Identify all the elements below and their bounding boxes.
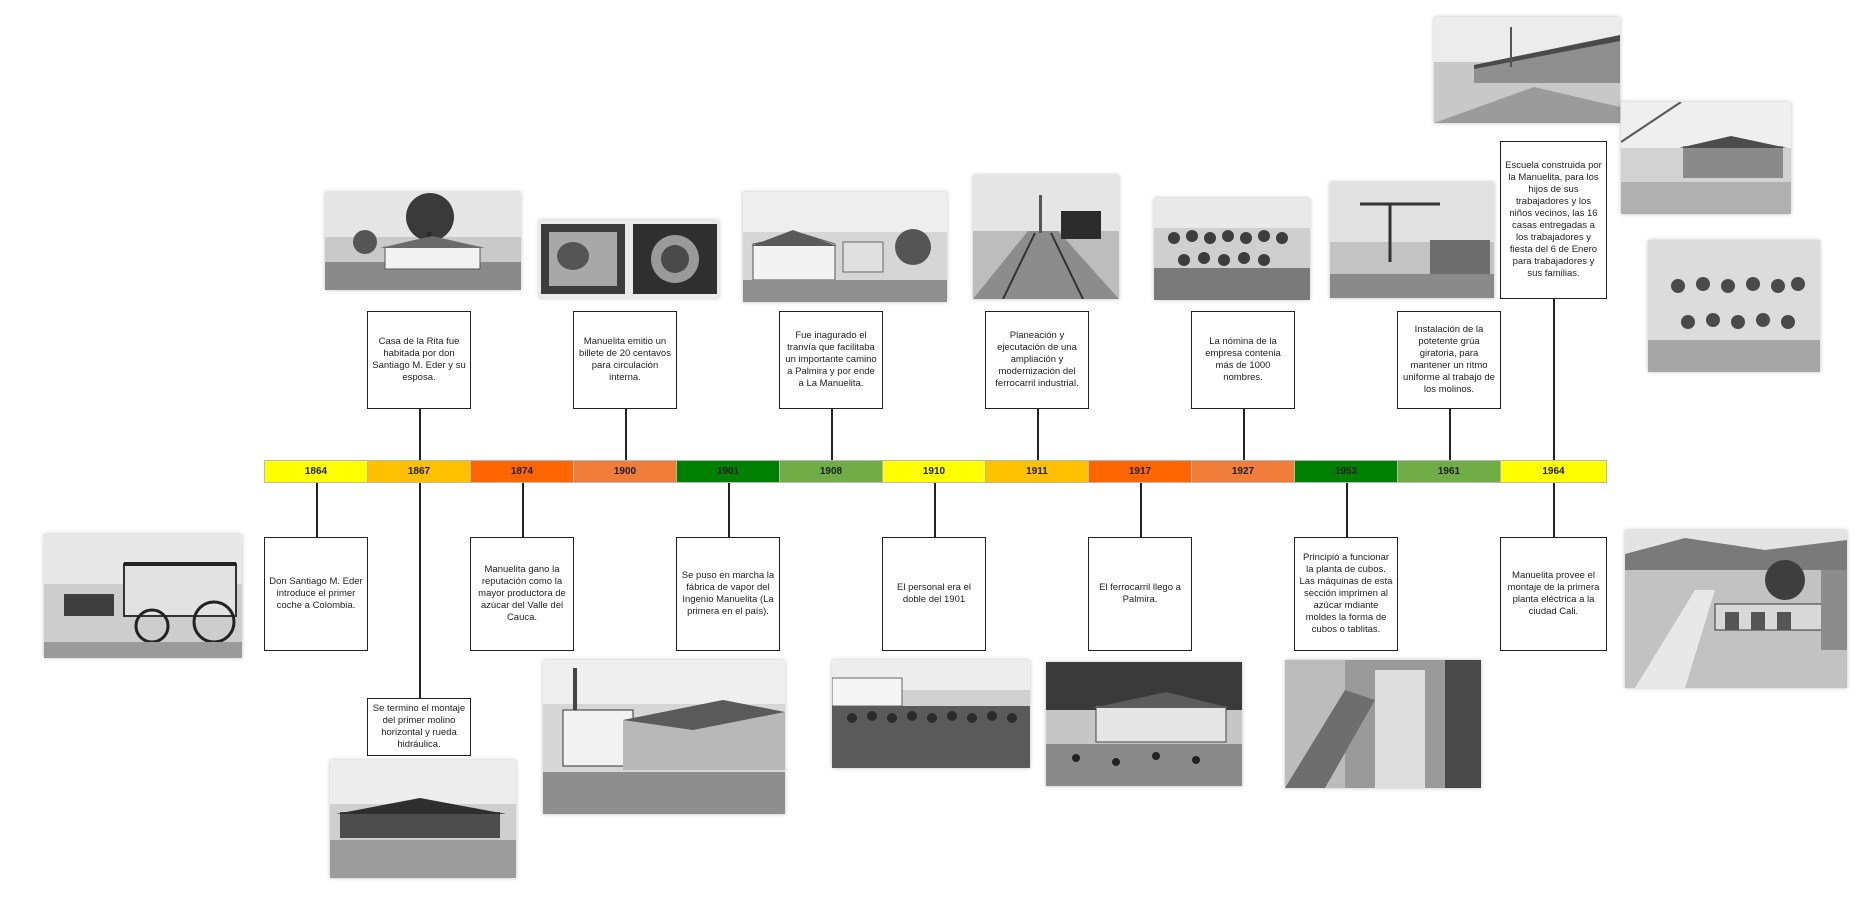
- event-text: El personal era el doble del 1901: [897, 582, 971, 605]
- workers-crowd-photo: [832, 660, 1030, 768]
- year-label: 1911: [1026, 466, 1048, 477]
- year-label: 1953: [1334, 466, 1358, 477]
- event-box-1867-top: Casa de la Rita fue habitada por don San…: [367, 311, 471, 409]
- event-text: Manuelita provee el montaje de la primer…: [1507, 570, 1600, 617]
- connector-1867-bottom: [419, 483, 421, 698]
- event-box-1917: El ferrocarril llego a Palmira.: [1088, 537, 1192, 651]
- connector-1901: [728, 483, 730, 537]
- event-box-1901: Se puso en marcha la fábrica de vapor de…: [676, 537, 780, 651]
- event-text: Manuelita gano la reputación como la may…: [478, 564, 566, 623]
- connector-1900: [625, 409, 627, 460]
- year-1953: 1953: [1294, 460, 1398, 483]
- connector-1911: [1037, 409, 1039, 460]
- sugar-factory-photo: [543, 660, 785, 814]
- event-text: Escuela construida por la Manuelita, par…: [1505, 160, 1602, 279]
- year-label: 1864: [304, 466, 328, 477]
- connector-1874: [522, 483, 524, 537]
- mill-building-photo: [330, 760, 516, 878]
- year-label: 1961: [1437, 466, 1461, 477]
- year-1901: 1901: [676, 460, 780, 483]
- event-text: Casa de la Rita fue habitada por don San…: [372, 336, 466, 383]
- event-box-1910: El personal era el doble del 1901: [882, 537, 986, 651]
- event-text: Principió a funcionar la planta de cubos…: [1299, 552, 1393, 635]
- year-1927: 1927: [1191, 460, 1295, 483]
- year-label: 1910: [922, 466, 946, 477]
- event-box-1911: Planeación y ejecutación de una ampliaci…: [985, 311, 1089, 409]
- year-label: 1900: [613, 466, 637, 477]
- year-1911: 1911: [985, 460, 1089, 483]
- year-1964: 1964: [1500, 460, 1607, 483]
- connector-1964-top: [1553, 299, 1555, 460]
- workers-houses-photo: [1434, 17, 1620, 123]
- year-1867: 1867: [367, 460, 471, 483]
- event-text: Fue inagurado el tranvía que facilitaba …: [785, 330, 877, 389]
- event-box-1867-bottom: Se termino el montaje del primer molino …: [367, 698, 471, 756]
- year-1908: 1908: [779, 460, 883, 483]
- event-text: La nómina de la empresa contenia más de …: [1205, 336, 1281, 383]
- first-car-photo: [44, 534, 242, 658]
- railway-photo: [973, 175, 1119, 299]
- year-label: 1901: [716, 466, 740, 477]
- event-text: Se puso en marcha la fábrica de vapor de…: [681, 570, 775, 617]
- connector-1867-top: [419, 409, 421, 460]
- event-box-1964-bottom: Manuelita provee el montaje de la primer…: [1500, 537, 1607, 651]
- year-1961: 1961: [1397, 460, 1501, 483]
- year-label: 1908: [819, 466, 843, 477]
- event-box-1908: Fue inagurado el tranvía que facilitaba …: [779, 311, 883, 409]
- event-box-1927: La nómina de la empresa contenia más de …: [1191, 311, 1295, 409]
- connector-1917: [1140, 483, 1142, 537]
- train-station-photo: [1046, 662, 1242, 786]
- year-label: 1874: [510, 466, 534, 477]
- cube-plant-photo: [1285, 660, 1481, 788]
- event-text: El ferrocarril llego a Palmira.: [1099, 582, 1181, 605]
- connector-1961: [1449, 409, 1451, 460]
- year-label: 1927: [1231, 466, 1255, 477]
- event-box-1961: Instalación de la potetente grúa girator…: [1397, 311, 1501, 409]
- year-1917: 1917: [1088, 460, 1192, 483]
- workers-group-photo: [1154, 198, 1310, 300]
- event-text: Se termino el montaje del primer molino …: [372, 703, 466, 750]
- team-photo: [1648, 240, 1820, 372]
- cali-city-photo: [1625, 530, 1847, 688]
- event-text: Manuelita emitio un billete de 20 centav…: [579, 336, 671, 383]
- connector-1908: [831, 409, 833, 460]
- year-label: 1964: [1542, 466, 1565, 477]
- event-box-1964-top: Escuela construida por la Manuelita, par…: [1500, 141, 1607, 299]
- event-text: Don Santiago M. Eder introduce el primer…: [269, 576, 363, 611]
- house-rita-photo: [325, 192, 521, 290]
- event-box-1864: Don Santiago M. Eder introduce el primer…: [264, 537, 368, 651]
- connector-1864: [316, 483, 318, 537]
- year-1874: 1874: [470, 460, 574, 483]
- school-photo: [1621, 102, 1791, 214]
- connector-1910: [934, 483, 936, 537]
- year-1900: 1900: [573, 460, 677, 483]
- banknote-photo: [539, 220, 719, 298]
- crane-photo: [1330, 182, 1494, 298]
- year-1864: 1864: [264, 460, 368, 483]
- event-box-1874: Manuelita gano la reputación como la may…: [470, 537, 574, 651]
- event-text: Instalación de la potetente grúa girator…: [1403, 324, 1495, 395]
- event-box-1953: Principió a funcionar la planta de cubos…: [1294, 537, 1398, 651]
- event-box-1900: Manuelita emitio un billete de 20 centav…: [573, 311, 677, 409]
- year-label: 1867: [407, 466, 431, 477]
- event-text: Planeación y ejecutación de una ampliaci…: [995, 330, 1079, 389]
- connector-1964-bottom: [1553, 483, 1555, 537]
- year-label: 1917: [1128, 466, 1152, 477]
- connector-1927: [1243, 409, 1245, 460]
- connector-1953: [1346, 483, 1348, 537]
- tram-road-photo: [743, 192, 947, 302]
- year-1910: 1910: [882, 460, 986, 483]
